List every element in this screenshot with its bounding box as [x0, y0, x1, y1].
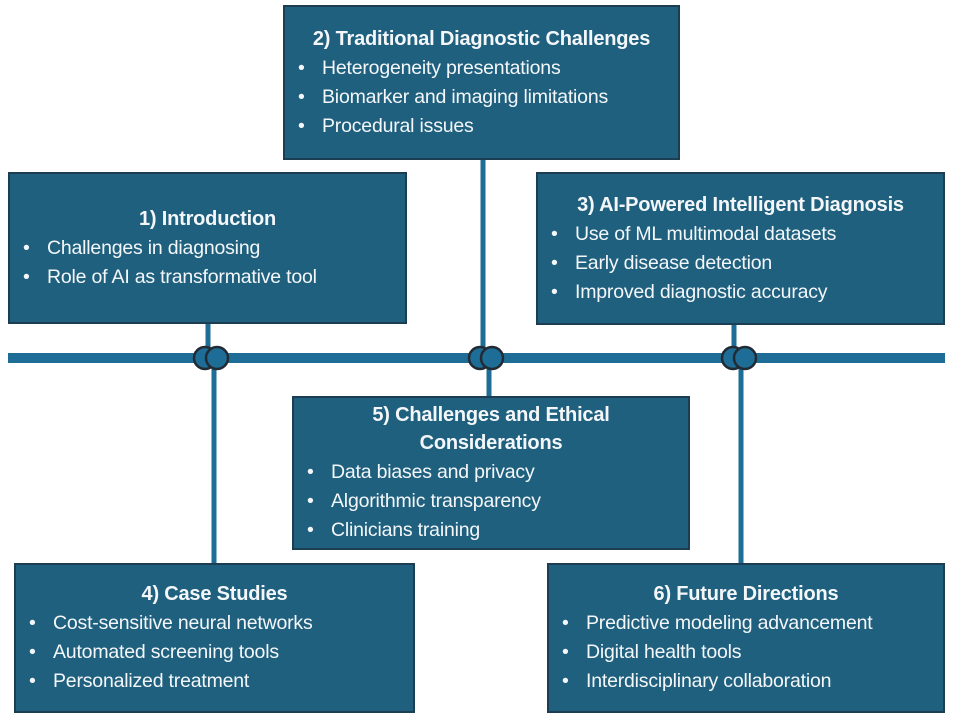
- bullet-item: Digital health tools: [549, 638, 935, 667]
- bullet-item: Cost-sensitive neural networks: [16, 609, 405, 638]
- section-box-case-studies: 4) Case Studies Cost-sensitive neural ne…: [14, 563, 415, 713]
- junction-circle: [732, 345, 758, 371]
- bullet-list: Use of ML multimodal datasets Early dise…: [538, 220, 943, 307]
- bullet-item: Role of AI as transformative tool: [10, 263, 397, 292]
- bullet-list: Data biases and privacy Algorithmic tran…: [294, 458, 688, 545]
- bullet-item: Data biases and privacy: [294, 458, 680, 487]
- junction-circle: [479, 345, 505, 371]
- bullet-list: Cost-sensitive neural networks Automated…: [16, 609, 413, 696]
- bullet-item: Heterogeneity presentations: [285, 54, 670, 83]
- section-title: 6) Future Directions: [653, 583, 839, 605]
- bullet-item: Algorithmic transparency: [294, 487, 680, 516]
- bullet-list: Heterogeneity presentations Biomarker an…: [285, 54, 678, 141]
- section-title: 5) Challenges and Ethical Considerations: [372, 404, 610, 454]
- bullet-list: Challenges in diagnosing Role of AI as t…: [10, 234, 405, 292]
- section-title: 4) Case Studies: [141, 583, 288, 605]
- section-title: 2) Traditional Diagnostic Challenges: [312, 27, 651, 50]
- bullet-item: Automated screening tools: [16, 638, 405, 667]
- section-box-traditional-diagnostic-challenges: 2) Traditional Diagnostic Challenges Het…: [283, 5, 680, 160]
- bullet-item: Personalized treatment: [16, 667, 405, 696]
- bullet-item: Improved diagnostic accuracy: [538, 278, 935, 307]
- section-box-introduction: 1) Introduction Challenges in diagnosing…: [8, 172, 407, 324]
- bullet-item: Procedural issues: [285, 112, 670, 141]
- bullet-item: Challenges in diagnosing: [10, 234, 397, 263]
- junction-circle: [204, 345, 230, 371]
- bullet-item: Use of ML multimodal datasets: [538, 220, 935, 249]
- bullet-list: Predictive modeling advancement Digital …: [549, 609, 943, 696]
- bullet-item: Interdisciplinary collaboration: [549, 667, 935, 696]
- bullet-item: Biomarker and imaging limitations: [285, 83, 670, 112]
- bullet-item: Clinicians training: [294, 516, 680, 545]
- section-title: 3) AI-Powered Intelligent Diagnosis: [577, 193, 904, 216]
- bullet-item: Early disease detection: [538, 249, 935, 278]
- section-box-challenges-and-ethical-considerations: 5) Challenges and Ethical Considerations…: [292, 396, 690, 550]
- section-box-ai-powered-intelligent-diagnosis: 3) AI-Powered Intelligent Diagnosis Use …: [536, 172, 945, 325]
- bullet-item: Predictive modeling advancement: [549, 609, 935, 638]
- section-box-future-directions: 6) Future Directions Predictive modeling…: [547, 563, 945, 713]
- section-title: 1) Introduction: [139, 207, 276, 230]
